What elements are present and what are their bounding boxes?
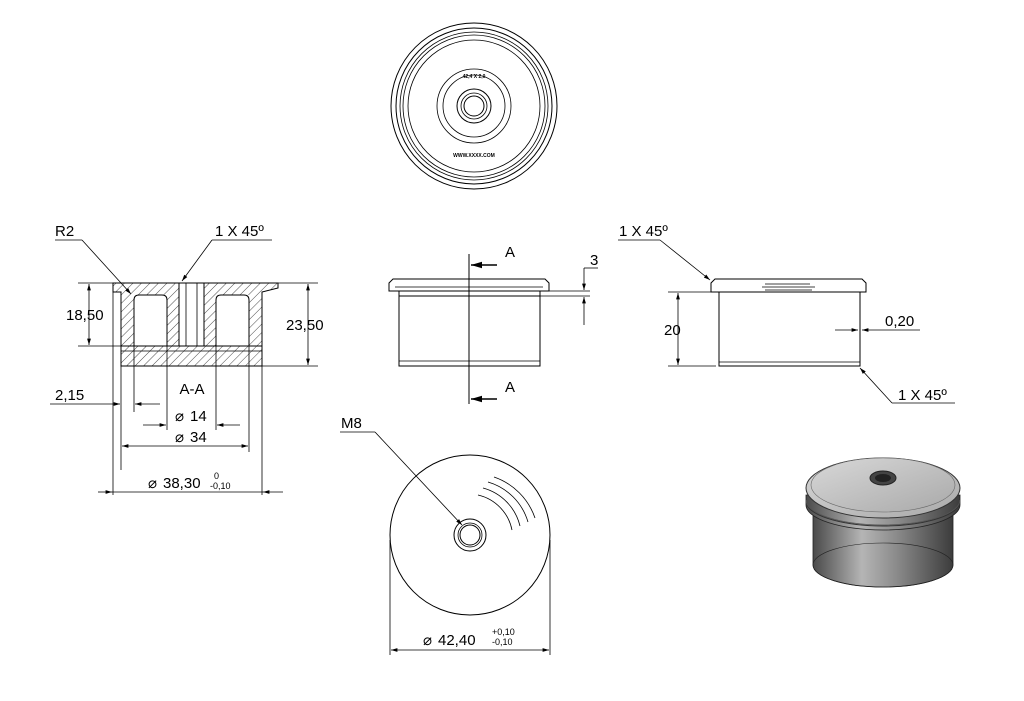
dim-d42-tol-up: +0,10 (492, 627, 515, 637)
top-view: 42,4 X 2,0 WWW.XXXX.COM (390, 22, 558, 190)
cut-label-bottom: A (505, 379, 515, 396)
bottom-view: M8 ⌀ 42,40 +0,10 -0,10 (340, 415, 551, 655)
dim-d38-symbol: ⌀ (148, 475, 157, 492)
engraving-bottom-text: WWW.XXXX.COM (453, 153, 495, 159)
dim-d34: 34 (190, 429, 207, 446)
dim-23-50: 23,50 (286, 317, 324, 334)
dim-d14-symbol: ⌀ (175, 408, 184, 425)
dim-chamfer-side-bottom: 1 X 45º (898, 387, 947, 404)
side-view: 1 X 45º 20 0,20 1 X 45º (618, 223, 955, 404)
isometric-render (805, 457, 961, 588)
section-view: R2 1 X 45º 18,50 23,50 A-A 2,15 ⌀ 1 (50, 223, 324, 495)
section-label: A-A (179, 381, 204, 398)
dim-d42-symbol: ⌀ (423, 632, 432, 649)
dim-d38-30: 38,30 (163, 475, 201, 492)
dim-0-20: 0,20 (885, 313, 914, 330)
cut-label-top: A (505, 244, 515, 261)
dim-20: 20 (664, 322, 681, 339)
dim-18-50: 18,50 (66, 307, 104, 324)
dim-d42-tol-dn: -0,10 (492, 637, 513, 647)
dim-chamfer-side-top: 1 X 45º (619, 223, 668, 240)
dim-d34-symbol: ⌀ (175, 429, 184, 446)
dim-r2: R2 (55, 223, 74, 240)
dim-d14: 14 (190, 408, 207, 425)
engraving-top-text: 42,4 X 2,0 (463, 74, 486, 80)
dim-m8: M8 (341, 415, 362, 432)
dim-2-15: 2,15 (55, 387, 84, 404)
dim-chamfer-section: 1 X 45º (215, 223, 264, 240)
dim-3: 3 (590, 252, 598, 269)
dim-d42-40: 42,40 (438, 632, 476, 649)
dim-d38-tol-up: 0 (214, 471, 219, 481)
front-view: A A 3 (388, 244, 598, 404)
dim-d38-tol-dn: -0,10 (210, 481, 231, 491)
